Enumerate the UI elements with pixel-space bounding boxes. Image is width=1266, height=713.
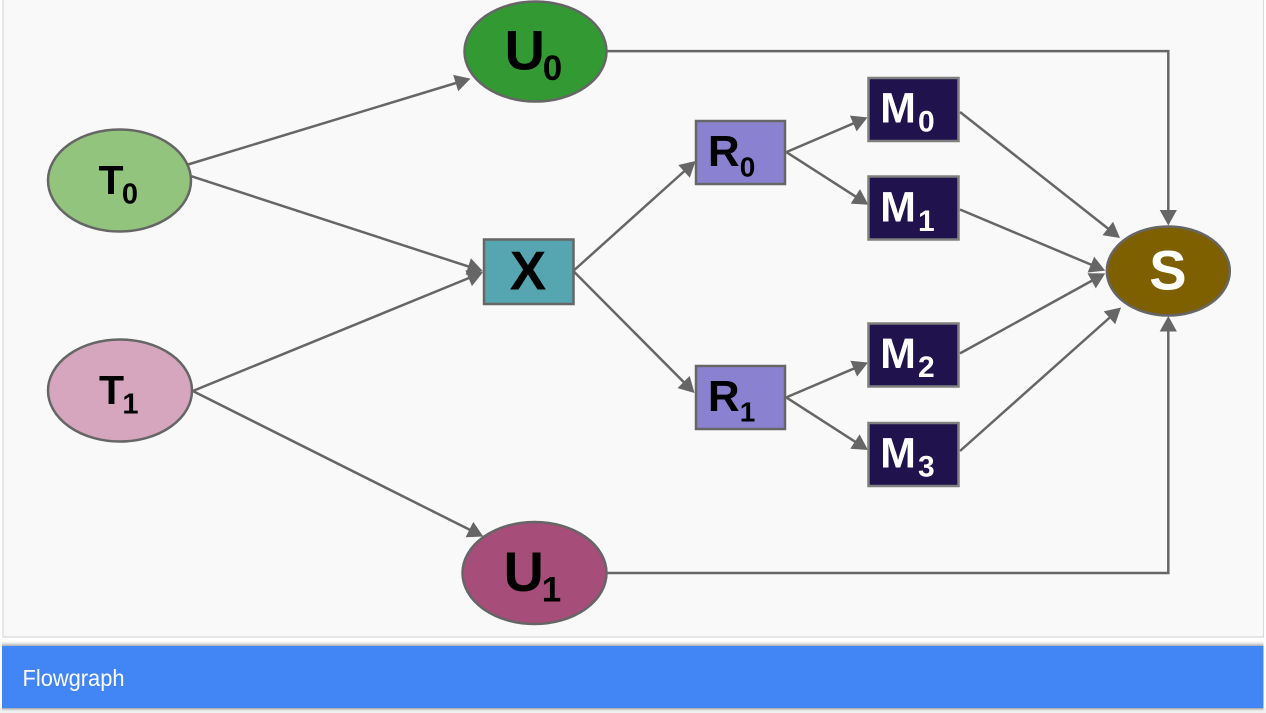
svg-text:0: 0 [740, 151, 756, 182]
svg-text:0: 0 [918, 106, 935, 139]
svg-text:Flowgraph: Flowgraph [23, 665, 125, 691]
svg-text:3: 3 [918, 450, 935, 483]
svg-text:U: U [505, 19, 545, 82]
svg-text:T: T [99, 157, 124, 203]
svg-text:0: 0 [122, 178, 138, 210]
svg-text:S: S [1149, 239, 1186, 302]
svg-text:M: M [880, 429, 916, 477]
svg-text:2: 2 [918, 351, 935, 384]
svg-text:M: M [880, 84, 916, 132]
svg-text:1: 1 [740, 396, 756, 427]
svg-text:M: M [880, 184, 916, 232]
svg-text:M: M [880, 330, 916, 378]
svg-text:1: 1 [918, 205, 935, 238]
svg-text:1: 1 [542, 571, 561, 610]
svg-text:0: 0 [543, 49, 562, 88]
svg-text:T: T [99, 367, 124, 413]
svg-text:R: R [708, 127, 740, 176]
svg-text:X: X [510, 239, 547, 301]
svg-text:R: R [708, 372, 740, 421]
svg-text:1: 1 [122, 388, 138, 420]
svg-text:U: U [504, 540, 544, 603]
